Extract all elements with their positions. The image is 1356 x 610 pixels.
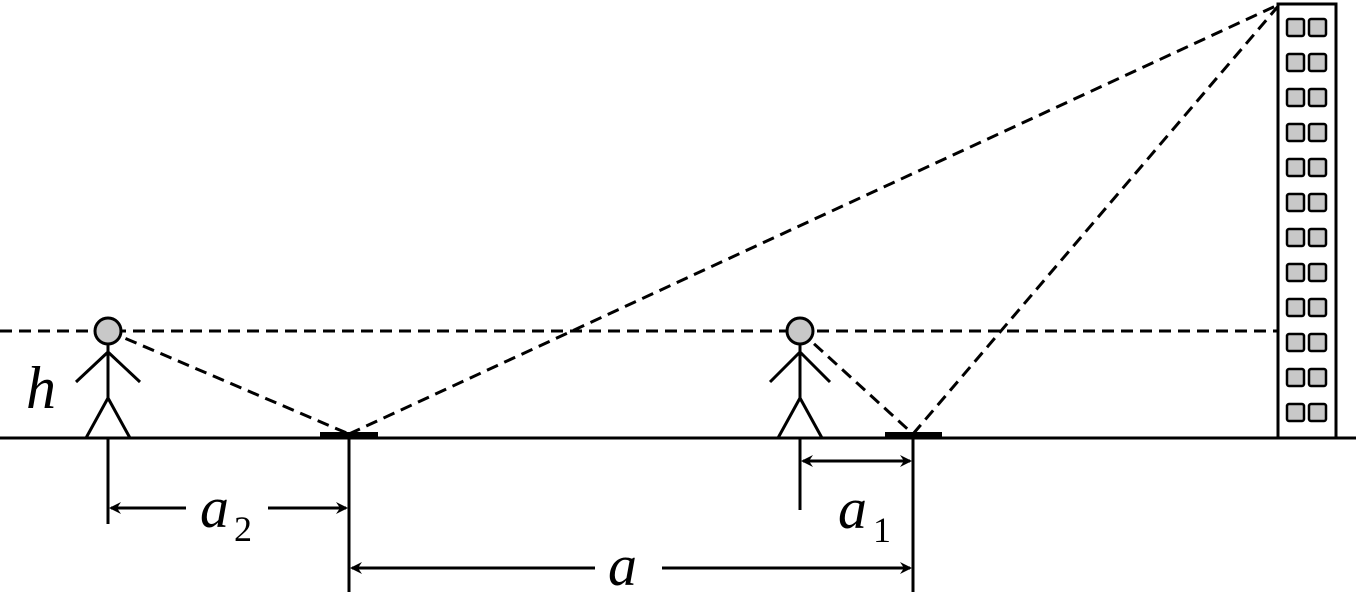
mirror-2 (320, 432, 378, 439)
building-window (1285, 332, 1306, 353)
building-window (1285, 227, 1306, 248)
label-h: h (26, 355, 56, 421)
sight-line-person2-to-mirror2 (107, 329, 350, 436)
label-a: a (608, 533, 637, 598)
building-windows (1285, 17, 1328, 423)
building-window (1285, 52, 1306, 73)
sight-line-mirror1-to-top (911, 3, 1282, 435)
building-window (1307, 192, 1328, 213)
extension-lines (106, 438, 915, 592)
building-window (1285, 192, 1306, 213)
building-window (1285, 262, 1306, 283)
building-window (1307, 227, 1328, 248)
label-a2: a (200, 475, 229, 540)
mirror-1 (885, 432, 942, 439)
building (1276, 2, 1338, 440)
person-2-head (93, 316, 123, 346)
sight-lines (107, 2, 1282, 436)
sight-line-person1-to-mirror1 (798, 329, 915, 436)
building-window (1307, 52, 1328, 73)
building-window (1285, 367, 1306, 388)
label-a1: a (838, 476, 867, 541)
building-window (1307, 87, 1328, 108)
building-outline (1276, 2, 1338, 440)
building-window (1285, 402, 1306, 423)
person-1-head (785, 316, 815, 346)
person-2 (74, 316, 142, 439)
label-a2-subscript: 2 (234, 509, 252, 549)
person-1 (768, 316, 832, 439)
building-window (1307, 332, 1328, 353)
building-window (1307, 122, 1328, 143)
building-window (1307, 367, 1328, 388)
building-window (1285, 122, 1306, 143)
building-window (1307, 17, 1328, 38)
building-window (1285, 17, 1306, 38)
building-window (1285, 157, 1306, 178)
building-window (1285, 297, 1306, 318)
label-a1-subscript: 1 (873, 510, 891, 550)
building-window (1307, 157, 1328, 178)
building-window (1307, 402, 1328, 423)
sight-line-mirror2-to-top (348, 2, 1281, 436)
building-window (1285, 87, 1306, 108)
building-window (1307, 262, 1328, 283)
building-window (1307, 297, 1328, 318)
